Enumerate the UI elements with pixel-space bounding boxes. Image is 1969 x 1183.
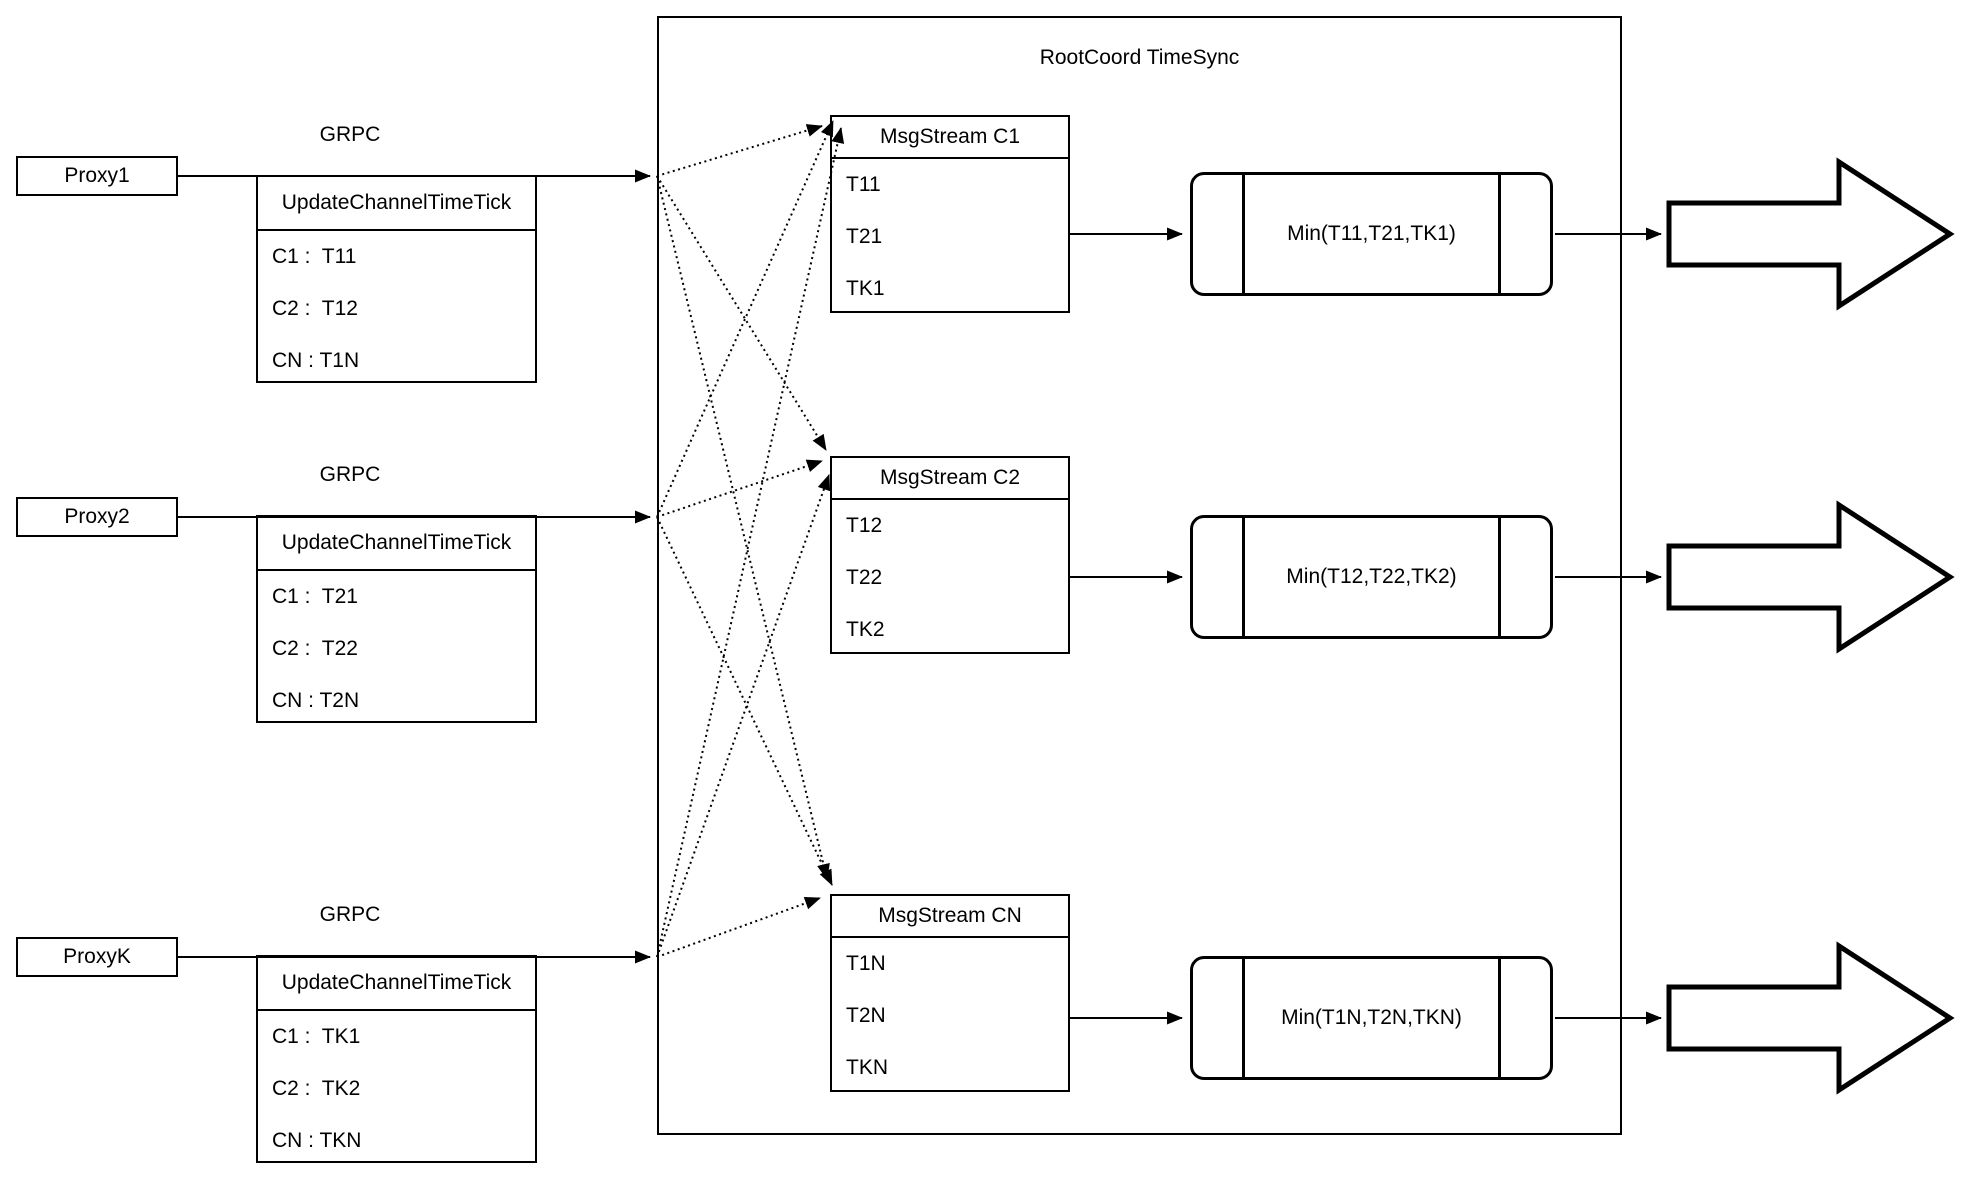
- msgstream-out-label-c1: MsgStream C1: [1739, 222, 1881, 245]
- table-row: T22: [846, 566, 883, 589]
- grpc-label-2: GRPC: [319, 463, 381, 486]
- table-row: T2N: [846, 1004, 886, 1027]
- min-box-divider: [1498, 518, 1501, 636]
- msgstream-out-label-cn: MsgStream CN: [1738, 1006, 1882, 1029]
- proxyk-box: ProxyK: [16, 937, 178, 977]
- min-label: Min(T11,T21,TK1): [1287, 222, 1456, 245]
- table-row: T12: [846, 514, 883, 537]
- min-box-divider: [1498, 959, 1501, 1077]
- msgstream-c2-table: MsgStream C2 T12 T22 TK2: [830, 456, 1070, 654]
- table-row: T1N: [846, 952, 886, 975]
- update-channel-timetick-table-3: UpdateChannelTimeTick C1 : TK1 C2 : TK2 …: [256, 955, 537, 1163]
- grpc-label-3: GRPC: [319, 903, 381, 926]
- msgstream-cn-table: MsgStream CN T1N T2N TKN: [830, 894, 1070, 1092]
- table-row: TK1: [846, 277, 885, 300]
- min-box-divider: [1242, 175, 1245, 293]
- update-channel-timetick-table-2: UpdateChannelTimeTick C1 : T21 C2 : T22 …: [256, 515, 537, 723]
- proxyk-label: ProxyK: [63, 945, 131, 968]
- min-box-c1: Min(T11,T21,TK1): [1190, 172, 1553, 296]
- table-row: CN : T2N: [272, 689, 360, 712]
- table-header: MsgStream C2: [832, 458, 1068, 500]
- grpc-label-1: GRPC: [319, 123, 381, 146]
- table-header: MsgStream CN: [832, 896, 1068, 938]
- proxy1-box: Proxy1: [16, 156, 178, 196]
- msgstream-out-label-c2: MsgStream C2: [1739, 565, 1881, 588]
- table-header: UpdateChannelTimeTick: [258, 957, 535, 1011]
- table-row: CN : T1N: [272, 349, 360, 372]
- table-row: C2 : T22: [272, 637, 358, 660]
- table-row: T11: [846, 173, 881, 196]
- table-row: C2 : TK2: [272, 1077, 361, 1100]
- table-row: TK2: [846, 618, 885, 641]
- min-box-divider: [1242, 518, 1245, 636]
- table-row: TKN: [846, 1056, 888, 1079]
- min-box-cn: Min(T1N,T2N,TKN): [1190, 956, 1553, 1080]
- table-header: UpdateChannelTimeTick: [258, 517, 535, 571]
- min-box-divider: [1498, 175, 1501, 293]
- msgstream-c1-table: MsgStream C1 T11 T21 TK1: [830, 115, 1070, 313]
- min-label: Min(T1N,T2N,TKN): [1281, 1006, 1462, 1029]
- min-box-divider: [1242, 959, 1245, 1077]
- min-label: Min(T12,T22,TK2): [1286, 565, 1457, 588]
- table-row: CN : TKN: [272, 1129, 362, 1152]
- table-row: T21: [846, 225, 883, 248]
- table-row: C2 : T12: [272, 297, 358, 320]
- update-channel-timetick-table-1: UpdateChannelTimeTick C1 : T11 C2 : T12 …: [256, 175, 537, 383]
- proxy2-label: Proxy2: [64, 505, 130, 528]
- table-header: MsgStream C1: [832, 117, 1068, 159]
- proxy2-box: Proxy2: [16, 497, 178, 537]
- table-header: UpdateChannelTimeTick: [258, 177, 535, 231]
- table-row: C1 : T11: [272, 245, 357, 268]
- table-row: C1 : T21: [272, 585, 358, 608]
- table-row: C1 : TK1: [272, 1025, 361, 1048]
- min-box-c2: Min(T12,T22,TK2): [1190, 515, 1553, 639]
- proxy1-label: Proxy1: [64, 164, 130, 187]
- rootcoord-timesync-title: RootCoord TimeSync: [1039, 46, 1240, 69]
